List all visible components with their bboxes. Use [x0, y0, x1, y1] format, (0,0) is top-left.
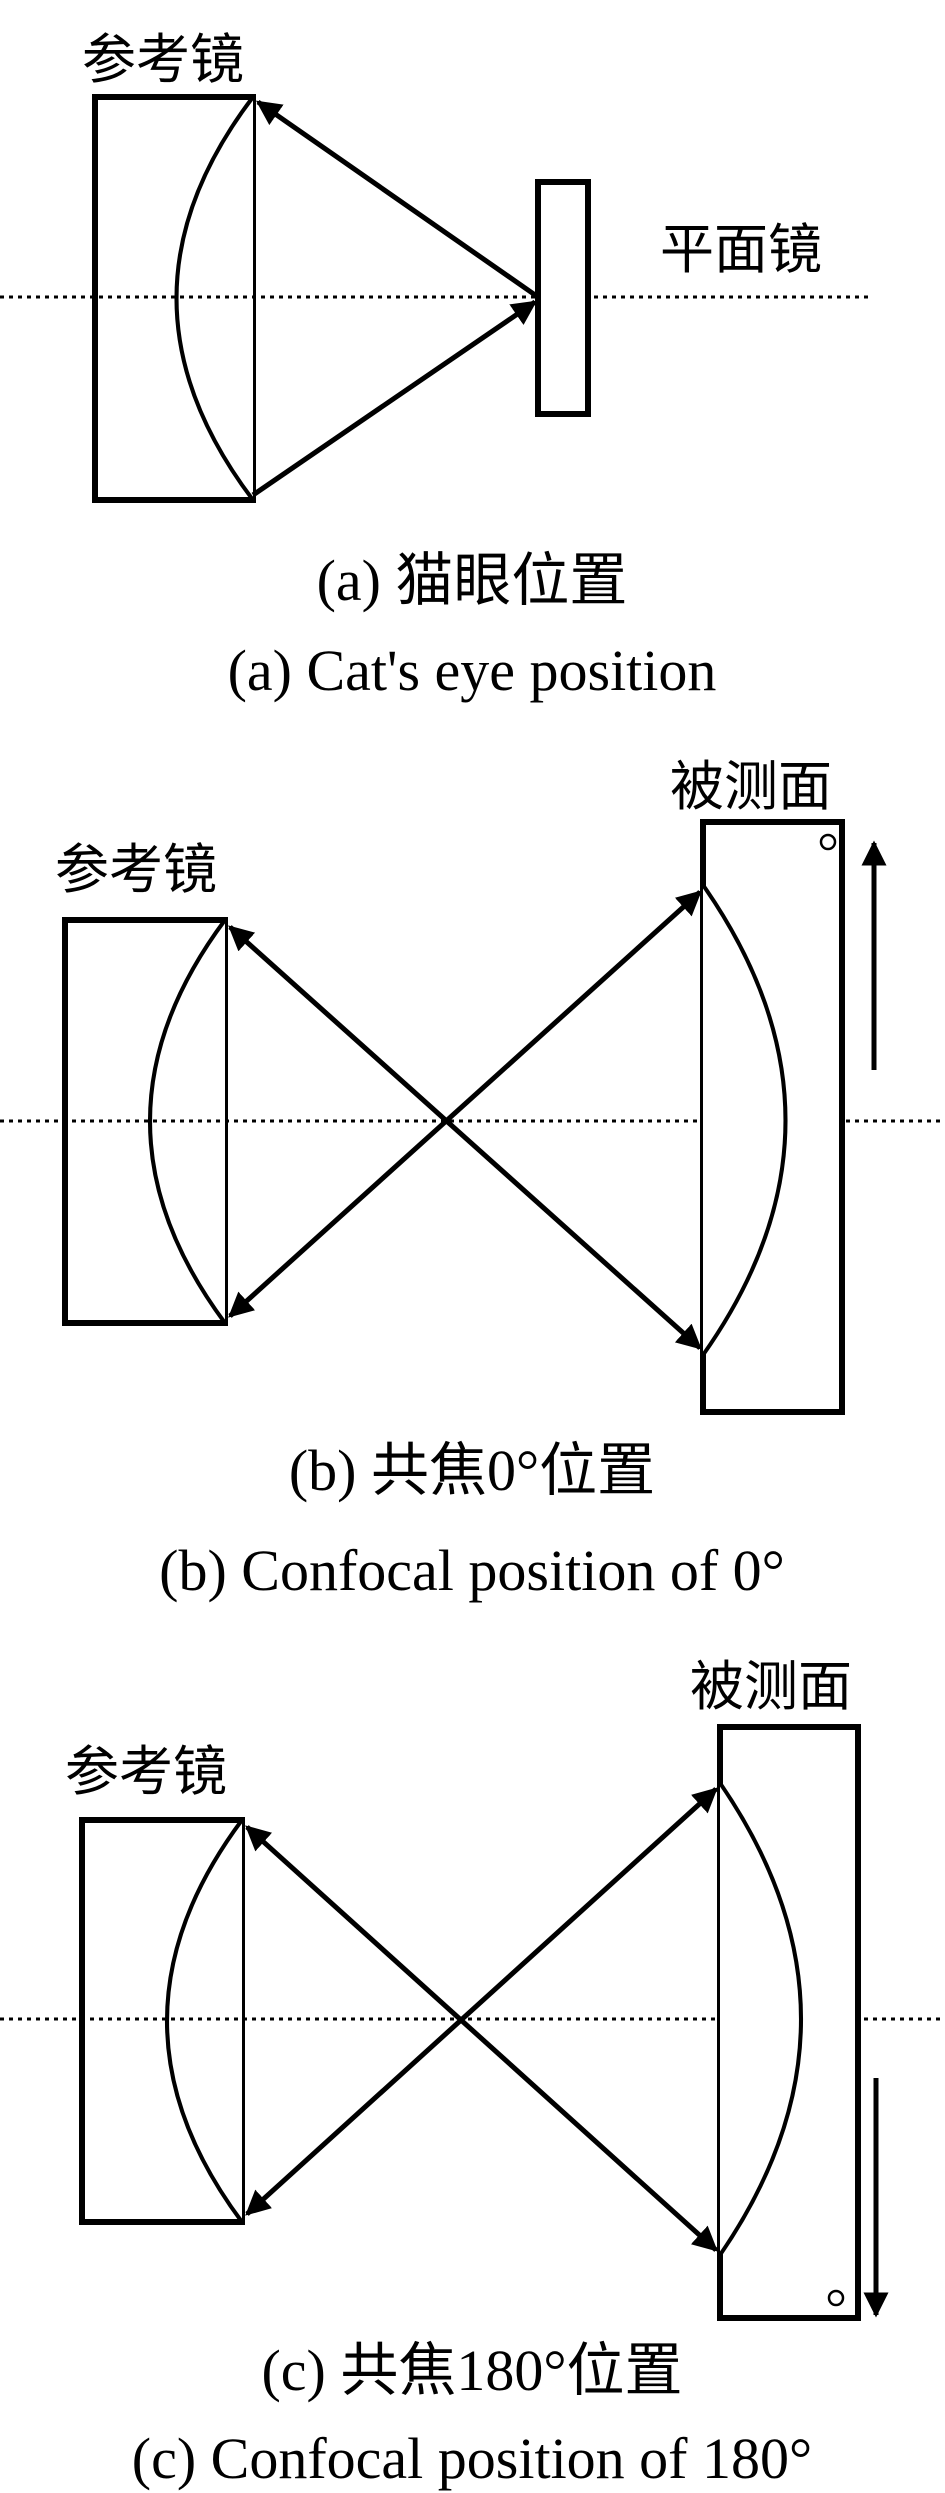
caption-en-c: (c) Confocal position of 180°	[132, 2426, 812, 2491]
tested-surface-label-b: 被测面	[670, 755, 832, 818]
ray-incident-a	[251, 299, 538, 498]
caption-cn-b: (b) 共焦0°位置	[289, 1438, 655, 1503]
caption-en-a: (a) Cat's eye position	[228, 638, 717, 703]
ray-ascending-c	[245, 1787, 718, 2216]
fiducial-marker-c	[827, 2289, 845, 2307]
panel-a: 参考镜 平面镜 (a) 猫眼位置 (a) Cat's eye position	[0, 28, 870, 703]
fiducial-marker-b	[819, 833, 837, 851]
caption-en-b: (b) Confocal position of 0°	[159, 1538, 785, 1603]
ray-ascending-b	[228, 890, 702, 1318]
tested-surface-label-c: 被测面	[690, 1655, 852, 1718]
caption-cn-a: (a) 猫眼位置	[317, 548, 628, 613]
ray-descending-c	[245, 1825, 718, 2252]
plane-mirror-label-a: 平面镜	[660, 218, 822, 281]
tested-surface-b	[700, 819, 845, 1415]
reference-mirror-label-c: 参考镜	[65, 1740, 227, 1803]
panel-b: 被测面 参考镜 (b) 共焦0°位置 (b) Confocal position…	[0, 755, 945, 1603]
ray-reflected-a	[255, 99, 540, 300]
reference-mirror-label-b: 参考镜	[55, 838, 217, 901]
reference-mirror-c	[79, 1817, 245, 2225]
plane-mirror-a	[535, 179, 591, 417]
panel-c: 被测面 参考镜 (c) 共焦180°位置 (c) Confocal positi…	[0, 1655, 945, 2491]
tested-surface-c	[717, 1724, 861, 2321]
caption-cn-c: (c) 共焦180°位置	[261, 2338, 682, 2403]
reference-mirror-label-a: 参考镜	[82, 28, 244, 91]
ray-descending-b	[228, 925, 702, 1350]
